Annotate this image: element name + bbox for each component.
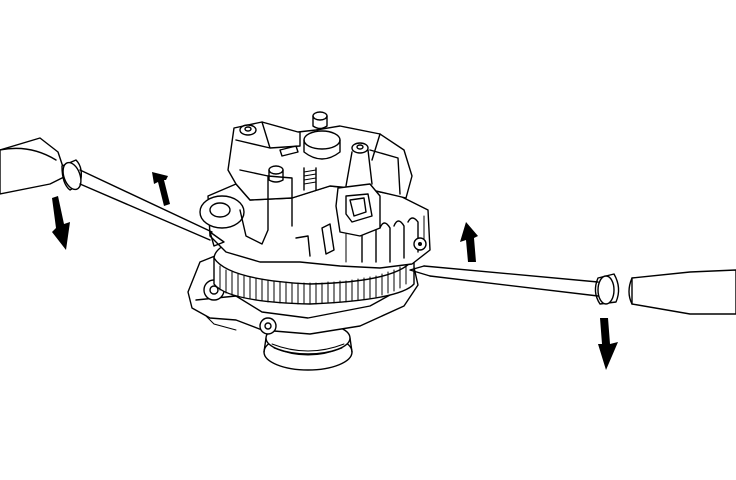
arrow-down-right — [598, 318, 618, 370]
screwdriver-left — [0, 137, 225, 247]
arrow-down-left — [52, 196, 70, 250]
screwdriver-right — [409, 265, 736, 315]
bolt-heads — [239, 111, 369, 183]
alternator — [187, 111, 431, 371]
arrow-up-right — [460, 222, 478, 262]
connector — [335, 149, 381, 237]
arrow-up-left — [152, 172, 170, 206]
rear-housing — [199, 183, 431, 269]
rear-cover — [227, 111, 413, 257]
